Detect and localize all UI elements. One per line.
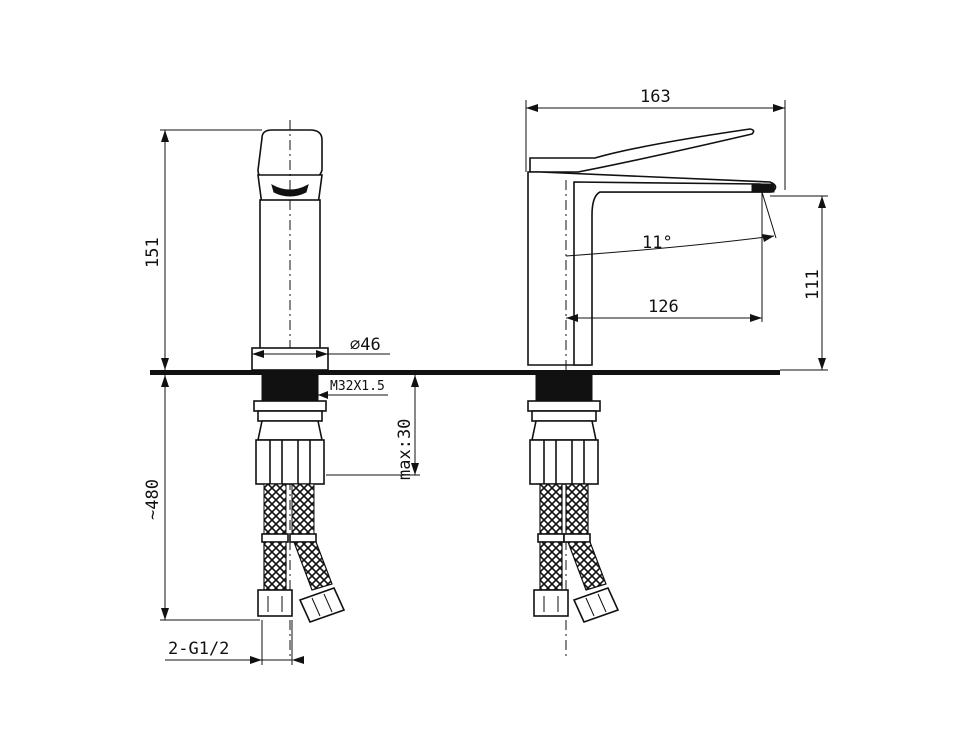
dim-hose-length: ~480 [143, 375, 260, 621]
label-max-thickness: max:30 [395, 419, 415, 480]
dim-overall-length: 163 [525, 87, 786, 190]
dim-connection: 2-G1/2 [165, 620, 304, 665]
label-connection: 2-G1/2 [168, 639, 229, 659]
dim-diameter: ⌀46 [252, 335, 390, 358]
mounting-kit-right [527, 374, 620, 623]
label-spout-height: 111 [803, 269, 823, 300]
label-overall-height: 151 [143, 237, 163, 268]
label-hose-length: ~480 [143, 479, 163, 520]
dim-max-thickness: max:30 [326, 375, 420, 480]
countertop [150, 370, 780, 375]
label-thread: M32X1.5 [330, 379, 385, 394]
label-spout-angle: 11° [642, 233, 673, 253]
label-diameter: ⌀46 [350, 335, 381, 355]
mounting-kit-left [253, 374, 346, 623]
dim-spout-angle: 11° [565, 191, 777, 322]
label-spout-reach: 126 [648, 297, 679, 317]
faucet-side-view [527, 128, 777, 660]
dim-spout-reach: 126 [566, 297, 762, 322]
dim-thread: M32X1.5 [318, 379, 388, 399]
label-overall-length: 163 [640, 87, 671, 107]
dim-spout-height: 111 [770, 195, 828, 371]
dim-overall-height: 151 [143, 129, 262, 370]
